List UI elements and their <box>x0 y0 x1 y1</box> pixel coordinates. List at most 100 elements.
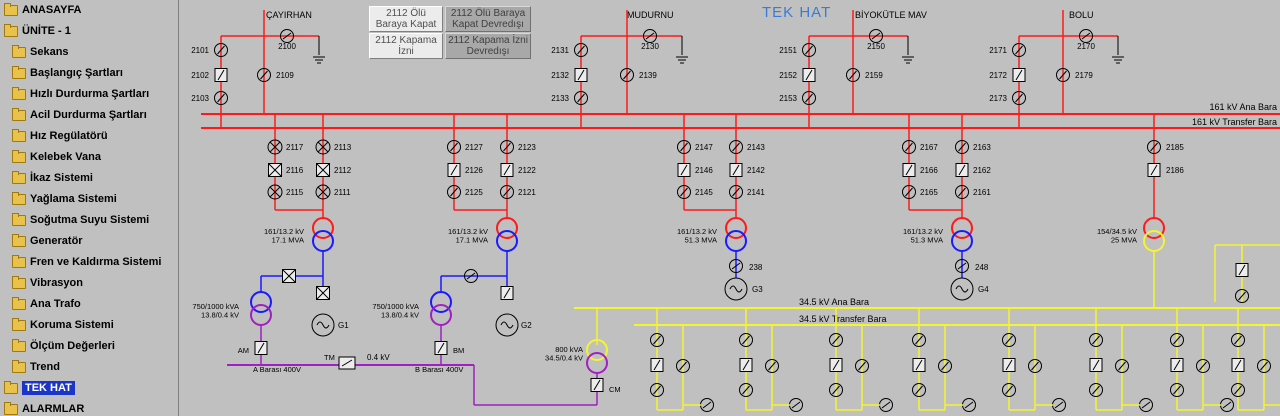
disconnector-blade <box>503 187 511 197</box>
sidebar-item-18[interactable]: TEK HAT <box>4 378 75 398</box>
sidebar-item-14[interactable]: Ana Trafo <box>12 294 81 314</box>
disconnector-mark <box>317 141 329 153</box>
sidebar-item-9[interactable]: Yağlama Sistemi <box>12 189 117 209</box>
disconnector-blade <box>742 335 750 345</box>
folder-icon <box>12 65 26 79</box>
sidebar-item-label: Koruma Sistemi <box>30 319 114 331</box>
breaker-blade <box>217 69 225 81</box>
sidebar-item-0[interactable]: ANASAYFA <box>4 0 82 20</box>
device-label: BM <box>453 346 464 355</box>
disconnector-blade <box>805 93 813 103</box>
breaker-blade <box>437 342 445 354</box>
tie-breaker-blade <box>341 359 353 367</box>
line-name: MUDURNU <box>627 10 674 20</box>
disconnector-blade <box>881 401 891 409</box>
disconnector-icon <box>912 383 926 397</box>
disconnector-icon <box>829 333 843 347</box>
sidebar-item-16[interactable]: Ölçüm Değerleri <box>12 336 115 356</box>
sidebar-item-19[interactable]: ALARMLAR <box>4 399 84 416</box>
disconnector-blade <box>653 385 661 395</box>
disconnector-icon <box>447 185 461 199</box>
sidebar-item-15[interactable]: Koruma Sistemi <box>12 315 114 335</box>
disconnector-icon <box>677 185 691 199</box>
sidebar-item-11[interactable]: Generatör <box>12 231 83 251</box>
sidebar-item-3[interactable]: Başlangıç Şartları <box>12 63 123 83</box>
disconnector-icon <box>846 68 860 82</box>
disconnector-blade <box>645 32 655 40</box>
transformer-icon <box>586 339 608 361</box>
transformer-rating: 161/13.2 kV <box>448 227 488 236</box>
disconnector-icon <box>676 359 690 373</box>
bus-label: 34.5 kV Transfer Bara <box>799 314 887 324</box>
disconnector-blade <box>1260 361 1268 371</box>
transformer-icon <box>250 304 272 326</box>
disconnector-blade <box>503 142 511 152</box>
sidebar-item-13[interactable]: Vibrasyon <box>12 273 83 293</box>
folder-icon <box>12 233 26 247</box>
disconnector-icon <box>1002 383 1016 397</box>
device-number: 2142 <box>747 166 765 175</box>
disconnector-icon <box>739 333 753 347</box>
disconnector-icon <box>1012 91 1026 105</box>
generator-icon <box>311 313 335 337</box>
sidebar-item-8[interactable]: İkaz Sistemi <box>12 168 93 188</box>
disconnector-icon <box>257 68 271 82</box>
disconnector-icon <box>1147 140 1161 154</box>
device-number: 2145 <box>695 188 713 197</box>
sidebar-item-4[interactable]: Hızlı Durdurma Şartları <box>12 84 149 104</box>
disconnector-blade <box>1054 401 1064 409</box>
folder-icon <box>12 338 26 352</box>
disconnector-blade <box>1234 335 1242 345</box>
folder-icon <box>12 275 26 289</box>
device-number: 2163 <box>973 143 991 152</box>
sidebar-item-10[interactable]: Soğutma Suyu Sistemi <box>12 210 149 230</box>
device-number: 238 <box>749 263 763 272</box>
sidebar-item-label: Fren ve Kaldırma Sistemi <box>30 256 162 268</box>
transformer-rating: 25 MVA <box>1111 236 1137 245</box>
device-label: CM <box>609 385 621 394</box>
transformer-rating: 161/13.2 kV <box>903 227 943 236</box>
disconnector-blade <box>768 361 776 371</box>
sidebar-item-6[interactable]: Hız Regülatörü <box>12 126 108 146</box>
disconnector-blade <box>915 385 923 395</box>
transformer-rating: 161/13.2 kV <box>264 227 304 236</box>
device-number: 2146 <box>695 166 713 175</box>
sidebar-item-5[interactable]: Acil Durdurma Şartları <box>12 105 147 125</box>
close-permission-button[interactable]: 2112 Kapama İzni <box>369 33 443 59</box>
disconnector-icon <box>620 68 634 82</box>
device-number: 2117 <box>286 143 304 152</box>
generator-wave <box>316 321 330 329</box>
disconnector-icon <box>1170 383 1184 397</box>
breaker-blade <box>1234 359 1242 371</box>
disconnector-blade <box>1005 385 1013 395</box>
breaker-blade <box>915 359 923 371</box>
transformer-rating: 51.3 MVA <box>685 236 717 245</box>
sidebar-item-1[interactable]: ÜNİTE - 1 <box>4 21 71 41</box>
device-number: 2162 <box>973 166 991 175</box>
disconnector-icon <box>1231 383 1245 397</box>
disconnector-blade <box>905 142 913 152</box>
sidebar-item-17[interactable]: Trend <box>12 357 60 377</box>
transformer-rating: 17.1 MVA <box>272 236 304 245</box>
sidebar-item-2[interactable]: Sekans <box>12 42 69 62</box>
disconnector-blade <box>680 142 688 152</box>
device-number: 2171 <box>989 46 1007 55</box>
title: TEK HAT <box>762 4 832 21</box>
disconnector-icon <box>500 185 514 199</box>
disconnector-icon <box>574 43 588 57</box>
device-number: 2167 <box>920 143 938 152</box>
dead-bus-close-disable-button[interactable]: 2112 Ölü Baraya Kapat Devredışı <box>445 6 531 32</box>
close-permission-disable-button[interactable]: 2112 Kapama İzni Devredışı <box>445 33 531 59</box>
disconnector-blade <box>1234 385 1242 395</box>
folder-icon <box>4 380 18 394</box>
disconnector-icon <box>447 140 461 154</box>
dead-bus-close-button[interactable]: 2112 Ölü Baraya Kapat <box>369 6 443 32</box>
device-number: 2143 <box>747 143 765 152</box>
sidebar-item-7[interactable]: Kelebek Vana <box>12 147 101 167</box>
folder-icon <box>12 296 26 310</box>
transformer-icon <box>951 217 973 239</box>
device-number: 2103 <box>191 94 209 103</box>
disconnector-blade <box>958 187 966 197</box>
sidebar-item-12[interactable]: Fren ve Kaldırma Sistemi <box>12 252 161 272</box>
disconnector-blade <box>679 361 687 371</box>
